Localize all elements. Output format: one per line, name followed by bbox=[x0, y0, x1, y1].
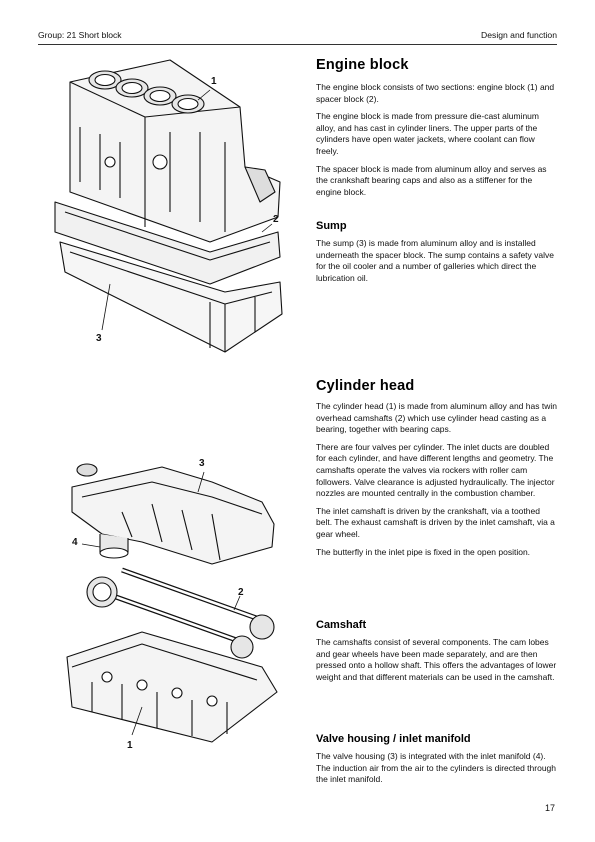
header-section: Design and function bbox=[481, 30, 557, 40]
fig1-callout-2: 2 bbox=[273, 214, 279, 225]
cylinder-head-illustration bbox=[66, 463, 278, 743]
cylinder-head-title: Cylinder head bbox=[316, 378, 415, 394]
fig2-callout-1: 1 bbox=[127, 740, 133, 751]
fig1-callout-3: 3 bbox=[96, 333, 102, 344]
engine-block-p2: The engine block is made from pressure d… bbox=[316, 111, 539, 156]
cylinder-head-p3: The inlet camshaft is driven by the cran… bbox=[316, 505, 555, 539]
cylinder-head-p4: The butterfly in the inlet pipe is fixed… bbox=[316, 546, 531, 557]
camshaft-title: Camshaft bbox=[316, 619, 367, 631]
camshaft-p1: The camshafts consist of several compone… bbox=[316, 637, 557, 682]
fig1-callout-1: 1 bbox=[211, 76, 217, 87]
cylinder-head-p2: There are four valves per cylinder. The … bbox=[316, 441, 555, 499]
header-group: Group: 21 Short block bbox=[38, 30, 122, 40]
engine-block-title: Engine block bbox=[316, 57, 409, 73]
valve-housing-section: Valve housing / inlet manifold The valve… bbox=[316, 733, 558, 792]
engine-block-p3: The spacer block is made from aluminum a… bbox=[316, 163, 547, 197]
sump-title: Sump bbox=[316, 220, 347, 232]
sump-section: Sump The sump (3) is made from aluminum … bbox=[316, 220, 558, 290]
cylinder-head-section: Cylinder head The cylinder head (1) is m… bbox=[316, 378, 558, 564]
valve-housing-title: Valve housing / inlet manifold bbox=[316, 733, 471, 745]
sump-p1: The sump (3) is made from aluminum alloy… bbox=[316, 238, 554, 283]
fig2-callout-3: 3 bbox=[199, 458, 205, 469]
valve-housing-p1: The valve housing (3) is integrated with… bbox=[316, 751, 557, 785]
cylinder-head-p1: The cylinder head (1) is made from alumi… bbox=[316, 401, 557, 435]
fig2-callout-4: 4 bbox=[72, 537, 78, 548]
engine-block-section: Engine block The engine block consists o… bbox=[316, 57, 558, 204]
header-rule bbox=[38, 44, 557, 45]
engine-block-p1: The engine block consists of two section… bbox=[316, 82, 555, 104]
camshaft-section: Camshaft The camshafts consist of severa… bbox=[316, 619, 558, 689]
page-number: 17 bbox=[544, 803, 555, 813]
engine-block-illustration bbox=[54, 59, 283, 353]
fig2-callout-2: 2 bbox=[238, 587, 244, 598]
